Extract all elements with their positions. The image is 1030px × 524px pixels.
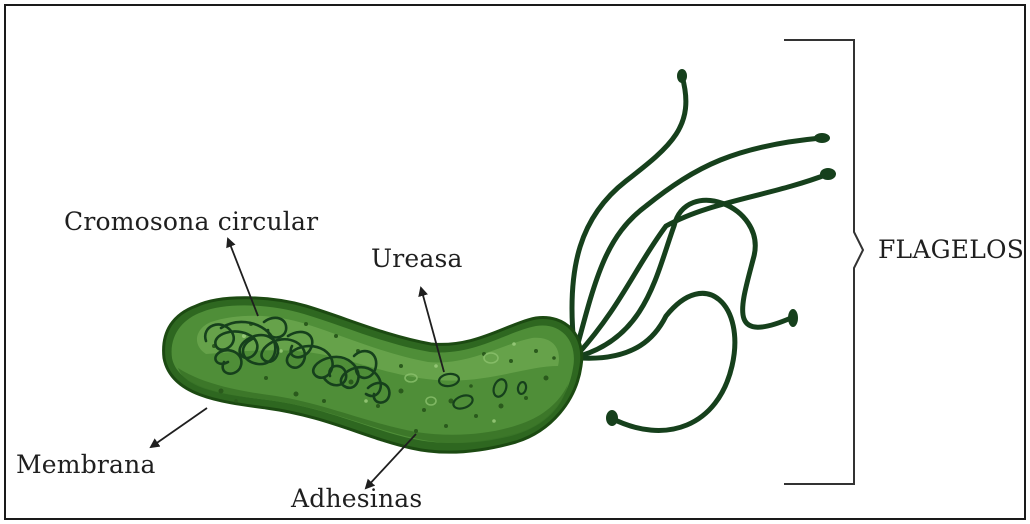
label-adhesinas: Adhesinas (291, 486, 422, 511)
label-membrana: Membrana (16, 452, 156, 477)
flagellum-4 (580, 200, 791, 356)
flagellum-5 (580, 293, 735, 430)
diagram-frame: Cromosona circular Ureasa Membrana Adhes… (4, 4, 1026, 520)
bacterium-diagram (6, 6, 1026, 520)
flagella (572, 76, 828, 430)
label-ureasa: Ureasa (371, 246, 463, 271)
label-flagelos: FLAGELOS (878, 237, 1024, 262)
arrow-membrana (151, 408, 207, 447)
flagella-tips (606, 69, 836, 426)
label-cromosoma-circular: Cromosona circular (64, 209, 318, 234)
flagella-bracket (784, 40, 863, 484)
